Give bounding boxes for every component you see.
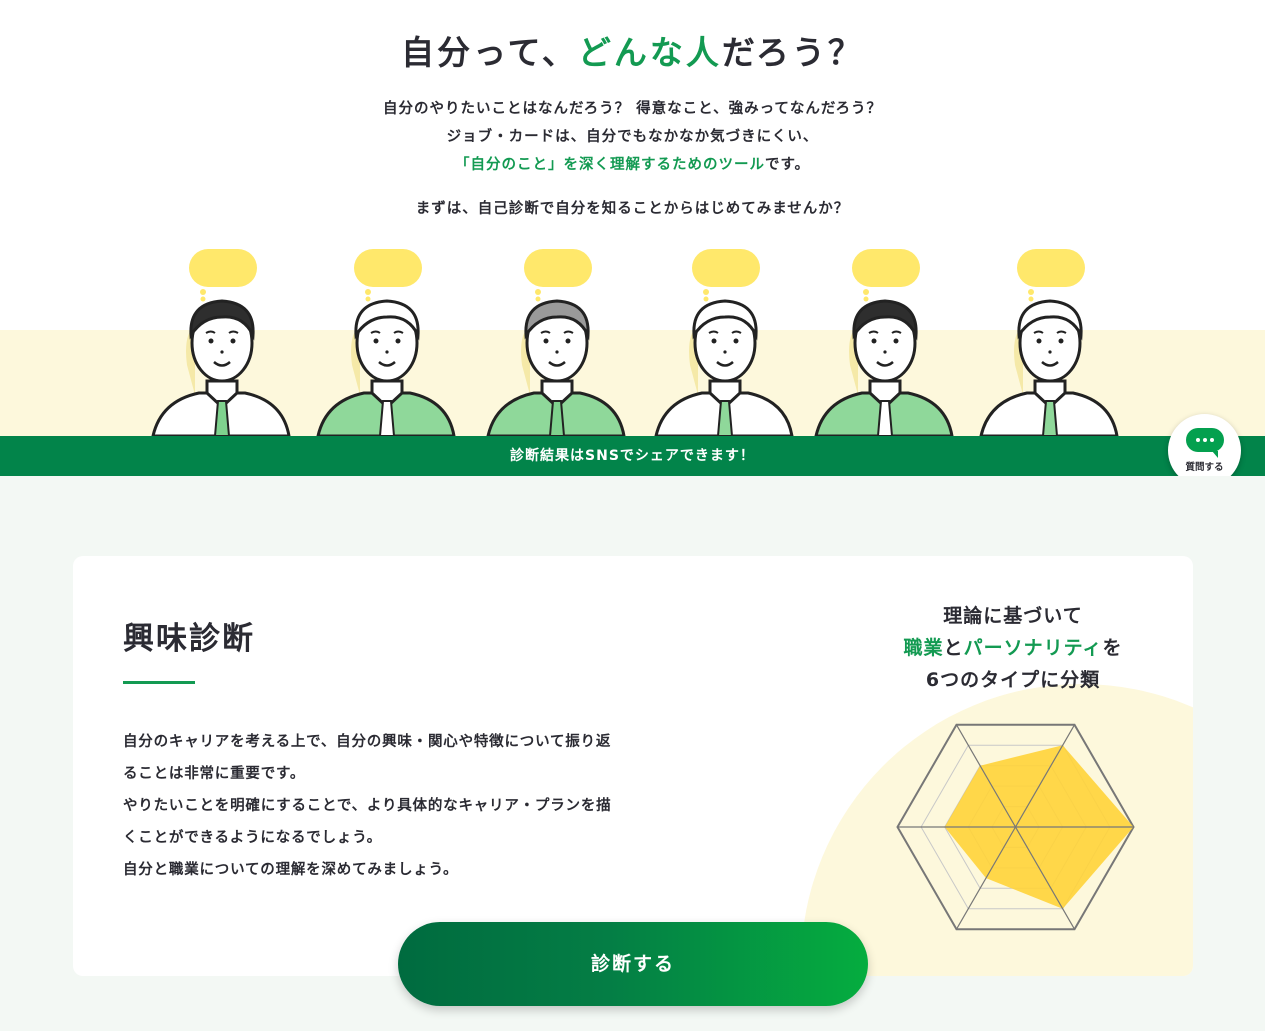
headline-suffix: だろう？ — [721, 33, 864, 72]
card-description: 自分のキャリアを考える上で、自分の興味・関心や特徴について振り返 ることは非常に… — [123, 726, 668, 886]
interest-diagnosis-card: 興味診断 自分のキャリアを考える上で、自分の興味・関心や特徴について振り返 るこ… — [73, 556, 1193, 976]
description-line: くことができるようになるでしょう。 — [123, 830, 382, 846]
radar-chart-icon — [896, 723, 1135, 931]
title-underline — [123, 681, 195, 684]
description-line: ることは非常に重要です。 — [123, 766, 306, 782]
chat-bubble-icon — [1185, 428, 1224, 458]
tagline-accent: パーソナリティ — [963, 637, 1103, 659]
person-man-glasses-beard — [810, 245, 960, 436]
intro-line: 「自分のこと」を深く理解するためのツールです。 — [0, 151, 1265, 179]
share-banner: 診断結果はSNSでシェアできます！ — [0, 436, 1265, 476]
headline-prefix: 自分って、 — [401, 33, 578, 72]
person-woman-longhair — [650, 245, 800, 436]
intro-line: ジョブ・カードは、自分でもなかなか気づきにくい、 — [446, 129, 819, 145]
page-headline: 自分って、どんな人だろう？ — [0, 26, 1265, 74]
tagline-line: 職業とパーソナリティを — [863, 632, 1163, 664]
tagline-text: を — [1102, 637, 1123, 659]
description-line: 自分のキャリアを考える上で、自分の興味・関心や特徴について振り返 — [123, 734, 612, 750]
intro-accent: 「自分のこと」を深く理解するためのツール — [454, 157, 765, 173]
intro-text: 自分のやりたいことはなんだろう？ 得意なこと、強みってなんだろう？ ジョブ・カー… — [0, 95, 1265, 223]
description-line: やりたいことを明確にすることで、より具体的なキャリア・プランを描 — [123, 798, 612, 814]
person-senior-glasses — [482, 245, 632, 436]
card-title: 興味診断 — [123, 621, 255, 657]
tagline-line: 理論に基づいて — [943, 605, 1083, 627]
intro-lead: まずは、自己診断で自分を知ることからはじめてみませんか？ — [415, 201, 850, 217]
description-line: 自分と職業についての理解を深めてみましょう。 — [123, 862, 459, 878]
tagline-accent: 職業 — [903, 637, 944, 659]
person-person-jacket — [975, 245, 1125, 436]
tagline-line: 6つのタイプに分類 — [925, 669, 1101, 691]
intro-line: 自分のやりたいことはなんだろう？ 得意なこと、強みってなんだろう？ — [382, 101, 882, 117]
ask-question-button[interactable]: 質問する — [1168, 414, 1241, 487]
card-tagline: 理論に基づいて 職業とパーソナリティを 6つのタイプに分類 — [863, 600, 1163, 696]
person-man-tie — [147, 245, 297, 436]
person-woman-ponytail — [312, 245, 462, 436]
ask-question-label: 質問する — [1185, 462, 1224, 473]
start-diagnosis-button[interactable]: 診断する — [398, 922, 868, 1006]
intro-suffix: です。 — [764, 157, 811, 173]
headline-accent: どんな人 — [577, 33, 722, 72]
people-illustrations — [0, 245, 1265, 436]
tagline-text: と — [943, 637, 964, 659]
